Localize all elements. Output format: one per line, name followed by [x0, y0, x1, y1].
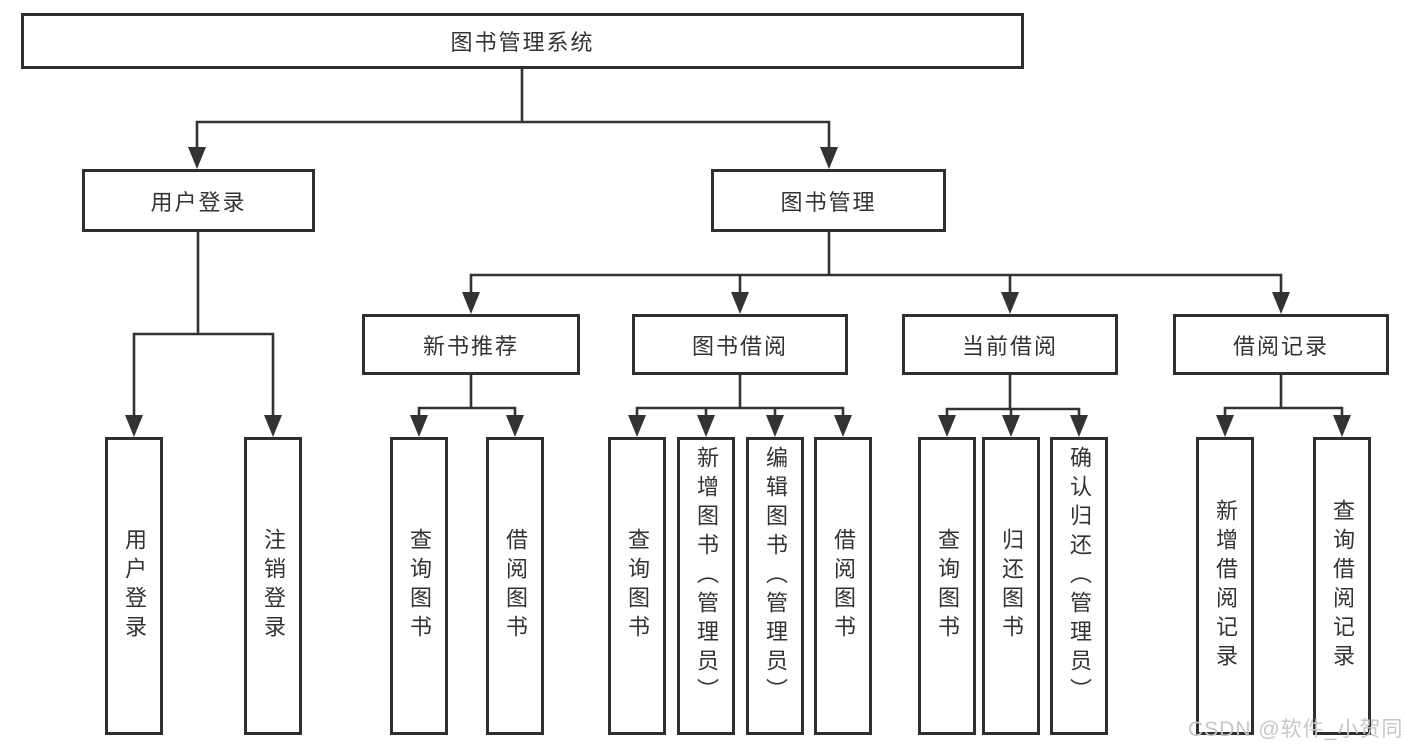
arrowhead — [697, 415, 715, 437]
arrowhead — [766, 415, 784, 437]
leaf-label: 归还图书 — [999, 528, 1024, 644]
arrowhead — [731, 292, 749, 314]
node-user-login: 用户登录 — [82, 169, 315, 232]
leaf-label: 查询图书 — [625, 528, 650, 644]
connector-current-to-leaves — [945, 373, 1081, 423]
arrowhead — [1070, 415, 1088, 437]
arrowhead — [462, 292, 480, 314]
node-current-borrowing: 当前借阅 — [902, 314, 1118, 375]
leaf-confirm-return-admin: 确认归还（管理员） — [1050, 437, 1108, 735]
leaf-label: 借阅图书 — [831, 528, 856, 644]
leaf-label: 查询图书 — [935, 528, 960, 644]
leaf-label: 新增图书（管理员） — [694, 446, 719, 707]
node-book-borrowing: 图书借阅 — [632, 314, 848, 375]
arrowhead — [820, 147, 838, 169]
node-new-book-recommend: 新书推荐 — [362, 314, 580, 375]
connector-borrowing-to-leaves — [635, 373, 845, 423]
leaf-label: 新增借阅记录 — [1213, 499, 1238, 673]
leaf-borrow-books-recommend: 借阅图书 — [486, 437, 544, 735]
leaf-query-borrow-record: 查询借阅记录 — [1313, 437, 1371, 735]
arrowhead — [1272, 292, 1290, 314]
connector-newbook-to-leaves — [417, 373, 517, 423]
connector-bookmgmt-to-level3 — [469, 230, 1283, 299]
leaf-label: 确认归还（管理员） — [1067, 446, 1092, 707]
leaf-user-login: 用户登录 — [105, 437, 163, 735]
leaf-label: 借阅图书 — [503, 528, 528, 644]
arrowhead — [506, 415, 524, 437]
leaf-label: 编辑图书（管理员） — [763, 446, 788, 707]
arrowhead — [1216, 415, 1234, 437]
leaf-borrow-books: 借阅图书 — [814, 437, 872, 735]
leaf-query-books-current: 查询图书 — [918, 437, 976, 735]
leaf-return-books: 归还图书 — [982, 437, 1040, 735]
node-borrowing-records: 借阅记录 — [1173, 314, 1389, 375]
leaf-label: 用户登录 — [122, 528, 147, 644]
arrowhead — [188, 147, 206, 169]
leaf-label: 查询图书 — [407, 528, 432, 644]
arrowhead — [628, 415, 646, 437]
arrowhead — [938, 415, 956, 437]
arrowhead — [1333, 415, 1351, 437]
arrowhead — [410, 415, 428, 437]
arrowhead — [1002, 415, 1020, 437]
connector-userlogin-to-leaves — [132, 230, 275, 423]
arrowhead — [1001, 292, 1019, 314]
leaf-edit-book-admin: 编辑图书（管理员） — [746, 437, 804, 735]
arrowhead — [264, 415, 282, 437]
arrowhead — [834, 415, 852, 437]
leaf-add-book-admin: 新增图书（管理员） — [677, 437, 735, 735]
leaf-logout: 注销登录 — [244, 437, 302, 735]
connector-records-to-leaves — [1223, 373, 1344, 423]
arrowhead — [125, 415, 143, 437]
leaf-add-borrow-record: 新增借阅记录 — [1196, 437, 1254, 735]
node-library-management-system: 图书管理系统 — [21, 13, 1024, 69]
connector-root-to-level2 — [195, 66, 831, 154]
node-book-management: 图书管理 — [711, 169, 946, 232]
csdn-watermark: CSDN @软件_小贺同学 — [1188, 718, 1405, 741]
leaf-query-books-borrowing: 查询图书 — [608, 437, 666, 735]
leaf-label: 注销登录 — [261, 528, 286, 644]
leaf-label: 查询借阅记录 — [1330, 499, 1355, 673]
leaf-query-books-recommend: 查询图书 — [390, 437, 448, 735]
